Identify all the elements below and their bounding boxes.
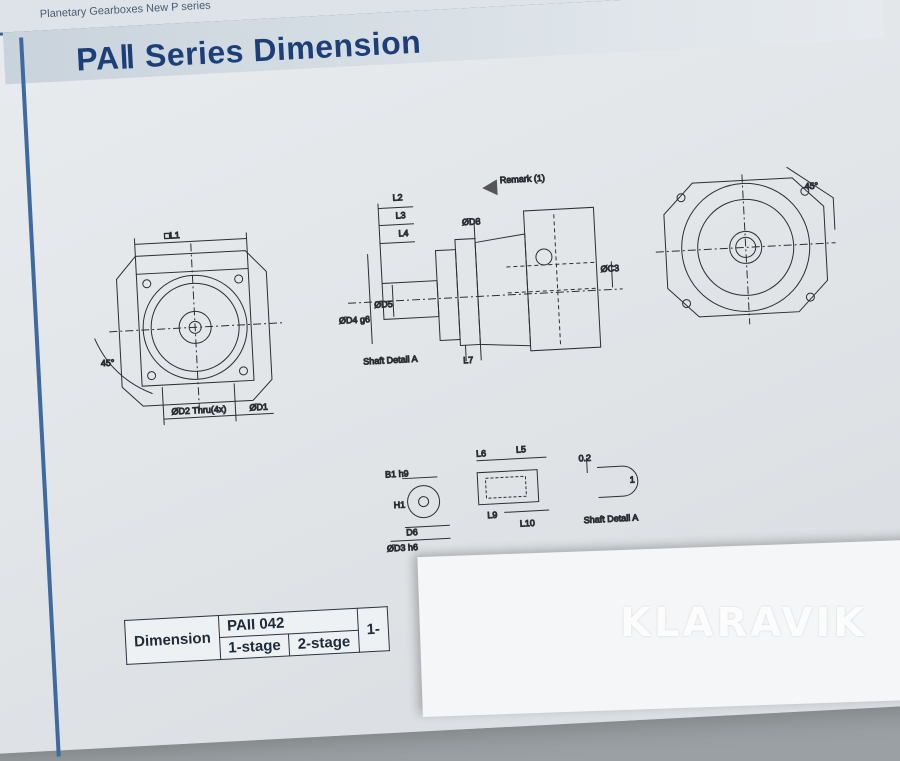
label-angle-left: 45° bbox=[101, 358, 116, 369]
table-stage2: 2-stage bbox=[288, 630, 360, 656]
label-one: 1 bbox=[629, 475, 635, 485]
label-l4: L4 bbox=[398, 228, 409, 239]
label-h1: H1 bbox=[393, 500, 405, 511]
label-l9: L9 bbox=[487, 510, 498, 521]
label-l10: L10 bbox=[520, 518, 536, 529]
label-d1: ØD1 bbox=[249, 402, 268, 413]
label-d6: D6 bbox=[406, 527, 418, 538]
label-angle-right: 45° bbox=[804, 181, 819, 192]
watermark-logo: KLARAVIK bbox=[620, 600, 868, 646]
label-remark: Remark (1) bbox=[500, 173, 545, 185]
label-l1: □L1 bbox=[164, 230, 180, 241]
label-b1: B1 h9 bbox=[385, 468, 409, 479]
shaft-detail-drawings bbox=[390, 456, 639, 542]
label-d2-thru: ØD2 Thru(4x) bbox=[171, 404, 226, 417]
label-shaft-detail-a: Shaft Detail A bbox=[363, 354, 418, 367]
label-d5: ØD5 bbox=[374, 299, 393, 310]
label-d8: ØD8 bbox=[462, 216, 481, 227]
flange-front-view bbox=[94, 232, 285, 426]
label-l5: L5 bbox=[516, 444, 527, 455]
label-l7: L7 bbox=[463, 355, 474, 366]
label-l2: L2 bbox=[392, 192, 403, 203]
label-shaft-detail-a-2: Shaft Detail A bbox=[584, 512, 639, 525]
label-r02: 0.2 bbox=[578, 453, 591, 464]
label-l6: L6 bbox=[476, 448, 487, 459]
gearbox-rear-view bbox=[655, 166, 836, 325]
table-next-col: 1- bbox=[356, 606, 390, 653]
table-dimension-header: Dimension bbox=[124, 615, 221, 665]
table-stage1: 1-stage bbox=[219, 633, 290, 660]
technical-drawing: □L1 ØD2 Thru(4x) ØD1 45° L2 L3 L4 ØD8 ØD… bbox=[94, 166, 836, 554]
label-d3: ØD3 h6 bbox=[387, 542, 419, 554]
label-d4: ØD4 g6 bbox=[339, 314, 371, 326]
label-c3: ØC3 bbox=[600, 263, 619, 274]
gearbox-side-view bbox=[348, 179, 623, 362]
label-l3: L3 bbox=[395, 210, 406, 221]
